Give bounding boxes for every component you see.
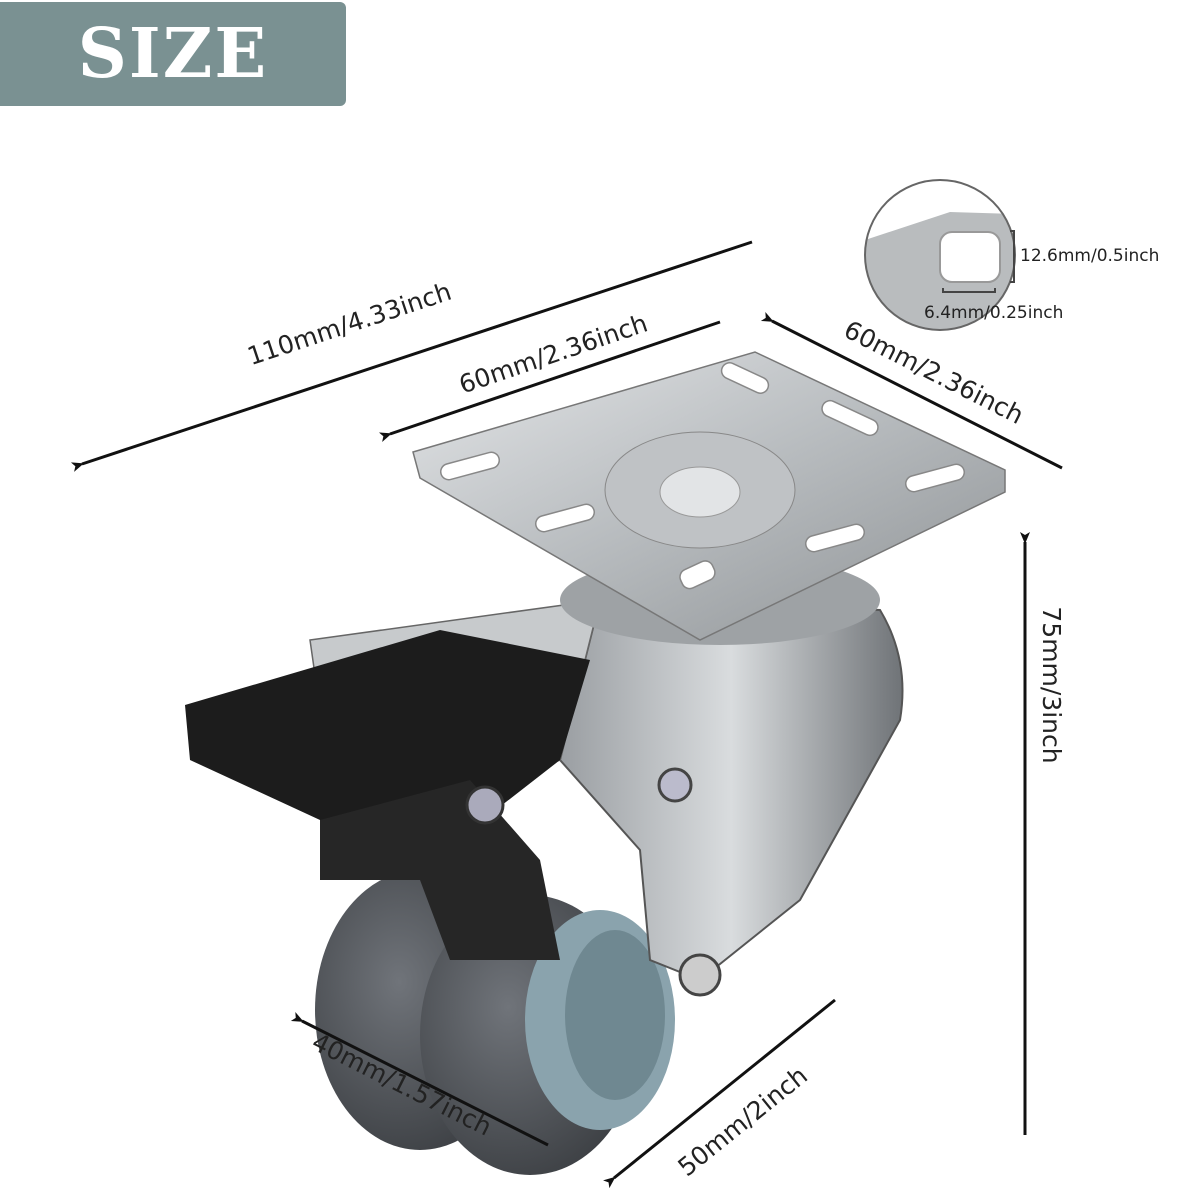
caster-image bbox=[185, 351, 1006, 1175]
size-title: SIZE bbox=[77, 14, 269, 94]
plate-holes bbox=[439, 362, 966, 590]
hole-detail-inset: 12.6mm/0.5inch 6.4mm/0.25inch bbox=[864, 179, 1159, 331]
hole-length-label: 12.6mm/0.5inch bbox=[1020, 246, 1159, 266]
overall-length-label: 110mm/4.33inch bbox=[244, 277, 455, 371]
wheel-nut bbox=[678, 953, 722, 997]
swivel-bracket bbox=[558, 598, 904, 982]
dim-line-50mm bbox=[603, 998, 836, 1189]
brake-pedal bbox=[185, 630, 590, 880]
size-badge: SIZE bbox=[0, 2, 346, 106]
dim-line-60mm-top bbox=[378, 320, 721, 442]
dim-line-110mm bbox=[70, 240, 753, 472]
axle-bolt bbox=[465, 785, 505, 825]
dim-line-60mm-right bbox=[760, 312, 1063, 470]
dim-line-40mm bbox=[290, 1012, 549, 1147]
dimension-lines bbox=[70, 240, 1063, 1189]
hole-width-label: 6.4mm/0.25inch bbox=[924, 303, 1063, 323]
height-label: 75mm/3inch bbox=[1037, 606, 1066, 763]
wheel-diameter-label: 50mm/2inch bbox=[672, 1061, 813, 1182]
